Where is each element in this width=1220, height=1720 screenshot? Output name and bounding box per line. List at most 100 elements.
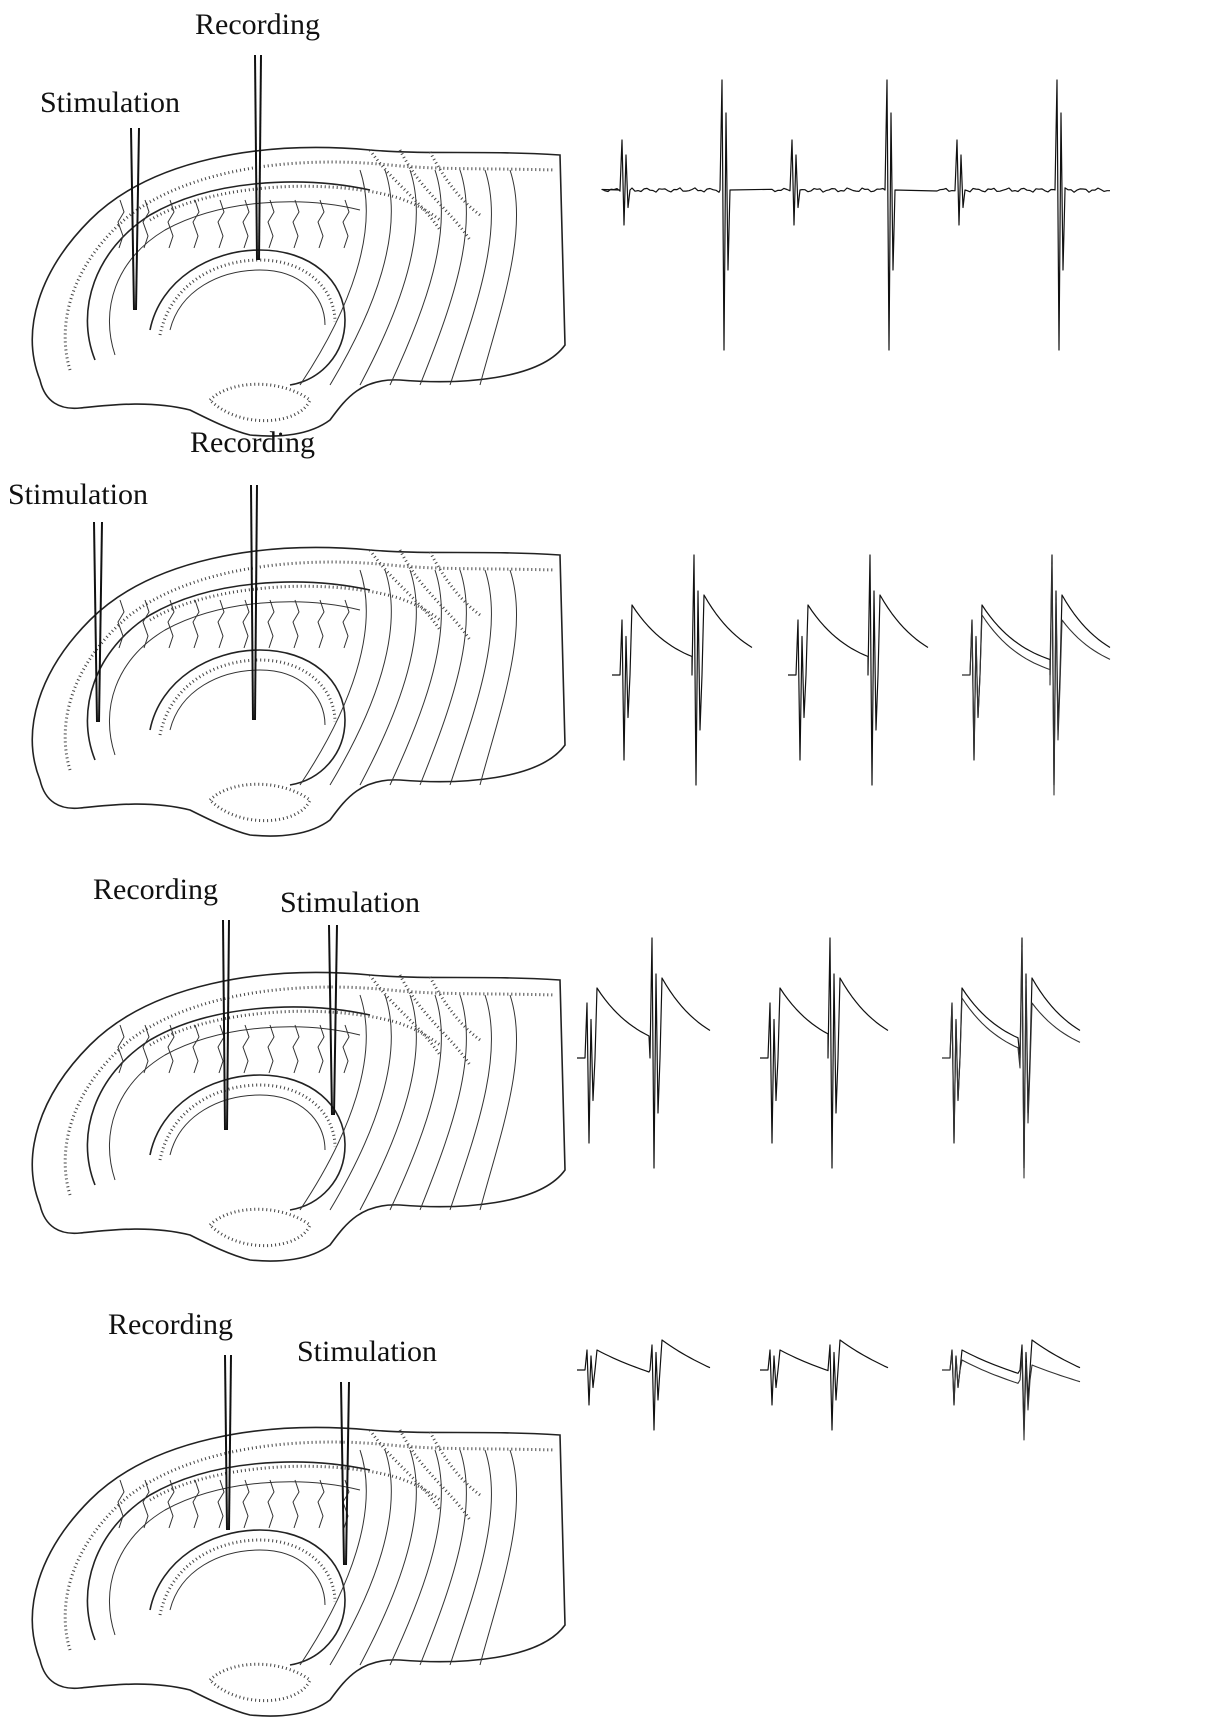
dendrite-line bbox=[193, 200, 199, 248]
alveus-stipple bbox=[65, 562, 555, 770]
ca-inner-arc bbox=[109, 1482, 360, 1635]
panel-2: Recording Stimulation bbox=[0, 430, 1220, 860]
dendrite-line bbox=[243, 200, 249, 248]
recording-electrode bbox=[251, 485, 257, 720]
fibre-line bbox=[420, 995, 466, 1210]
subiculum-stipple bbox=[210, 1209, 310, 1245]
dendrite-line bbox=[318, 1480, 324, 1528]
dendrite-line bbox=[168, 200, 174, 248]
dendrite-line bbox=[293, 1480, 299, 1528]
hippocampal-slice-diagram bbox=[0, 1290, 600, 1720]
dendrite-line bbox=[268, 600, 274, 648]
dentate-gyrus-inner bbox=[170, 270, 325, 330]
fibre-line bbox=[450, 170, 492, 385]
dendrite-line bbox=[293, 600, 299, 648]
dentate-gyrus-inner bbox=[170, 670, 325, 730]
alveus-stipple bbox=[65, 987, 555, 1195]
dendrite-line bbox=[243, 1025, 249, 1073]
fibre-line bbox=[420, 170, 466, 385]
response-trace bbox=[942, 948, 1080, 1178]
dendrite-line bbox=[168, 1480, 174, 1528]
dendrite-line bbox=[218, 1480, 224, 1528]
dendrite-line bbox=[193, 600, 199, 648]
response-trace bbox=[760, 938, 888, 1168]
fibre-line bbox=[330, 570, 391, 785]
recording-electrode bbox=[223, 920, 229, 1130]
slice-boundary bbox=[32, 1428, 565, 1717]
fibre-line bbox=[420, 570, 466, 785]
fibre-line bbox=[360, 1450, 416, 1665]
dendrite-line bbox=[293, 1025, 299, 1073]
fibre-line bbox=[330, 170, 391, 385]
subiculum-stipple bbox=[210, 1664, 310, 1700]
stimulation-electrode bbox=[341, 1382, 349, 1565]
subiculum-stipple bbox=[210, 384, 310, 420]
dendrite-line bbox=[293, 200, 299, 248]
recording-electrode bbox=[225, 1355, 231, 1530]
dendrite-line bbox=[268, 200, 274, 248]
fibre-line bbox=[330, 995, 391, 1210]
stimulation-electrode bbox=[329, 925, 337, 1115]
granule-layer-stipple bbox=[160, 1540, 335, 1615]
granule-layer-stipple bbox=[160, 660, 335, 735]
evoked-response-traces bbox=[600, 430, 1220, 860]
entorhinal-stipple bbox=[370, 975, 480, 1065]
slice-boundary bbox=[32, 973, 565, 1262]
ca-arc bbox=[87, 582, 370, 760]
entorhinal-stipple bbox=[370, 150, 480, 240]
entorhinal-stipple bbox=[370, 1430, 480, 1520]
response-trace bbox=[760, 1340, 888, 1430]
slice-boundary bbox=[32, 548, 565, 837]
dendrite-line bbox=[268, 1480, 274, 1528]
slice-outline-group bbox=[32, 973, 565, 1262]
dendrite-line bbox=[218, 600, 224, 648]
hippocampal-slice-diagram bbox=[0, 0, 600, 430]
slice-boundary bbox=[32, 148, 565, 437]
pyramidal-layer-stipple bbox=[150, 586, 440, 620]
dendrite-line bbox=[243, 1480, 249, 1528]
ca-inner-arc bbox=[109, 1027, 360, 1180]
pyramidal-layer-stipple bbox=[150, 1011, 440, 1045]
granule-layer-stipple bbox=[160, 1085, 335, 1160]
dendrite-line bbox=[318, 1025, 324, 1073]
stimulation-electrode bbox=[94, 522, 102, 722]
response-trace bbox=[602, 80, 1110, 350]
fibre-line bbox=[480, 570, 517, 785]
dendrite-line bbox=[268, 1025, 274, 1073]
slice-outline-group bbox=[32, 548, 565, 837]
response-trace bbox=[942, 938, 1080, 1168]
response-trace bbox=[788, 555, 928, 785]
response-trace bbox=[942, 1350, 1080, 1440]
entorhinal-stipple bbox=[370, 550, 480, 640]
pyramidal-layer-stipple bbox=[150, 1466, 440, 1500]
fibre-line bbox=[450, 570, 492, 785]
ca-inner-arc bbox=[109, 202, 360, 355]
panel-3: Recording Stimulation bbox=[0, 860, 1220, 1290]
fibre-line bbox=[480, 995, 517, 1210]
dendrite-line bbox=[243, 600, 249, 648]
slice-outline-group bbox=[32, 148, 565, 437]
dendrite-line bbox=[168, 600, 174, 648]
dendrite-line bbox=[193, 1025, 199, 1073]
hippocampal-slice-diagram bbox=[0, 430, 600, 860]
dendrite-line bbox=[218, 200, 224, 248]
response-trace bbox=[962, 565, 1110, 795]
response-trace bbox=[612, 555, 752, 785]
recording-electrode bbox=[255, 55, 261, 260]
dendrite-line bbox=[193, 1480, 199, 1528]
evoked-response-traces bbox=[600, 860, 1220, 1290]
panel-4: Recording Stimulation bbox=[0, 1290, 1220, 1720]
slice-outline-group bbox=[32, 1428, 565, 1717]
evoked-response-traces bbox=[600, 1290, 1220, 1720]
hippocampal-slice-diagram bbox=[0, 860, 600, 1290]
fibre-line bbox=[450, 995, 492, 1210]
response-trace bbox=[942, 1340, 1080, 1430]
fibre-line bbox=[360, 570, 416, 785]
ca-arc bbox=[87, 182, 370, 360]
granule-layer-stipple bbox=[160, 260, 335, 335]
fibre-line bbox=[450, 1450, 492, 1665]
dendrite-line bbox=[318, 200, 324, 248]
pyramidal-layer-stipple bbox=[150, 186, 440, 220]
ca-inner-arc bbox=[109, 602, 360, 755]
fibre-line bbox=[480, 1450, 517, 1665]
